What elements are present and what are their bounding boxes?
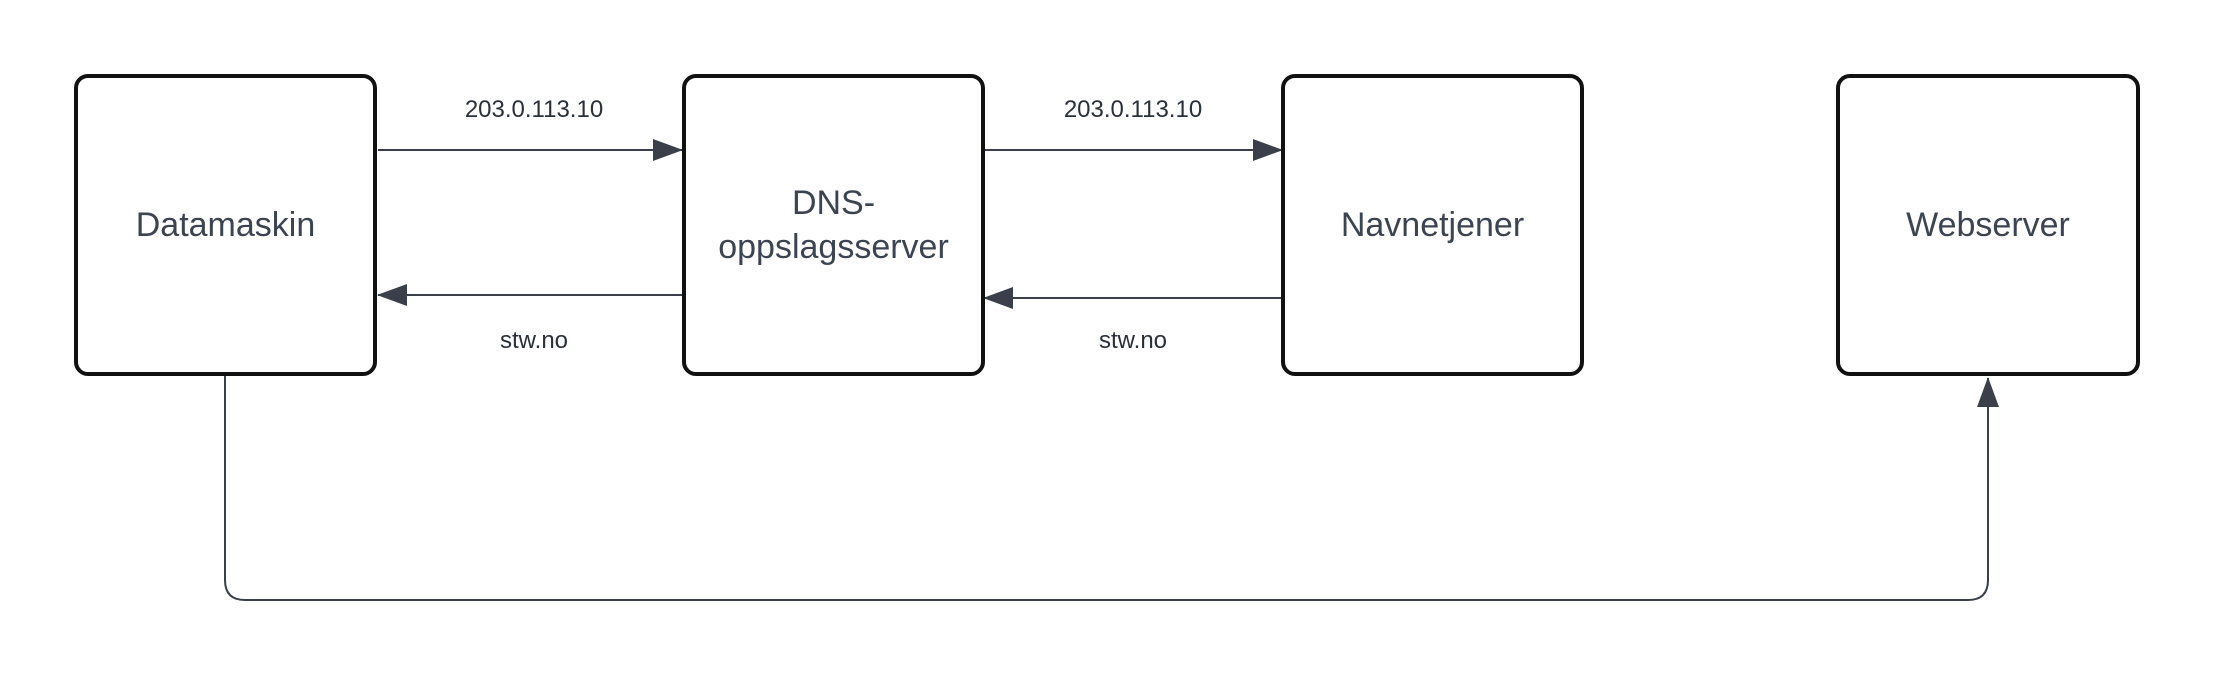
edge-label-resolver-to-computer: stw.no — [499, 327, 569, 354]
node-dns-resolver[interactable]: DNS- oppslagsserver — [682, 74, 985, 376]
node-nameserver-label: Navnetjener — [1340, 205, 1525, 244]
node-webserver[interactable]: Webserver — [1836, 74, 2140, 376]
edge-label-resolver-to-nameserver: 203.0.113.10 — [1063, 96, 1203, 123]
arrow-computer-to-webserver — [224, 376, 1999, 601]
node-computer-label: Datamaskin — [135, 205, 316, 244]
node-nameserver[interactable]: Navnetjener — [1281, 74, 1584, 376]
node-computer[interactable]: Datamaskin — [74, 74, 377, 376]
edge-label-computer-to-resolver: 203.0.113.10 — [464, 96, 604, 123]
edge-label-nameserver-to-resolver: stw.no — [1098, 327, 1168, 354]
node-dns-resolver-label: DNS- oppslagsserver — [718, 183, 949, 266]
node-webserver-label: Webserver — [1906, 205, 2070, 244]
